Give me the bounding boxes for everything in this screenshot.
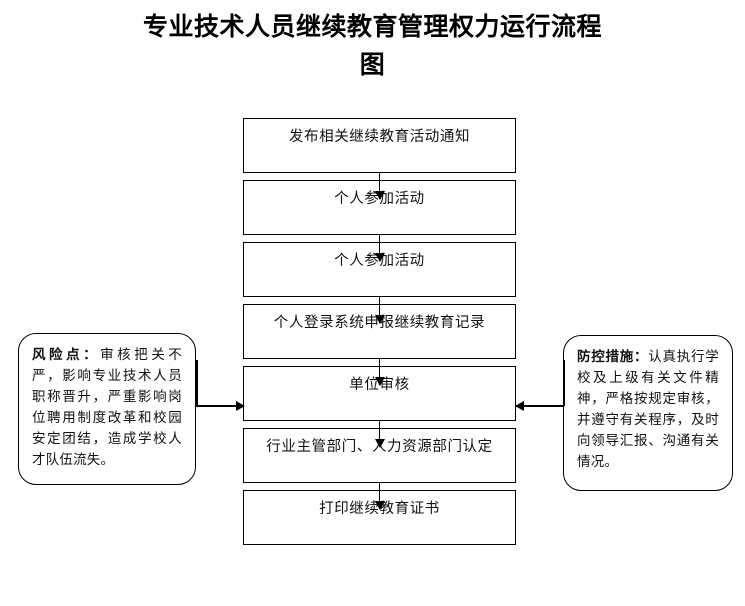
control-note-stub <box>563 360 565 406</box>
flow-node-declare-record[interactable]: 个人登录系统申报继续教育记录 <box>243 304 516 359</box>
risk-note-body: 审核把关不严，影响专业技术人员职称晋升，严重影响岗位聘用制度改革和校园安定团结，… <box>32 347 182 468</box>
risk-note-heading: 风险点： <box>32 347 101 363</box>
control-to-unit-review-arrow <box>515 400 564 411</box>
flow-arrow-down-1 <box>374 173 384 200</box>
risk-note-text: 风险点：审核把关不严，影响专业技术人员职称晋升，严重影响岗位聘用制度改革和校园安… <box>32 345 182 471</box>
flow-arrow-down-3 <box>374 297 384 324</box>
arrow-head-left <box>515 400 524 411</box>
arrow-head-right <box>236 400 245 411</box>
risk-note-stub <box>196 360 198 406</box>
flow-arrow-down-5 <box>374 421 384 448</box>
control-note-text: 防控措施：认真执行学校及上级有关文件精神，严格按规定审核，并遵守有关程序，及时向… <box>577 347 719 473</box>
flow-arrow-down-2 <box>374 235 384 262</box>
control-note-box[interactable]: 防控措施：认真执行学校及上级有关文件精神，严格按规定审核，并遵守有关程序，及时向… <box>563 335 733 491</box>
page-title: 专业技术人员继续教育管理权力运行流程 图 <box>142 12 602 79</box>
flow-node-publish-notice[interactable]: 发布相关继续教育活动通知 <box>243 118 516 173</box>
flowchart-container: 发布相关继续教育活动通知 个人参加活动 个人参加活动 个人登录系统申报继续教育记… <box>243 118 516 545</box>
flow-node-label: 发布相关继续教育活动通知 <box>288 129 471 145</box>
flow-node-personal-join-1[interactable]: 个人参加活动 <box>243 180 516 235</box>
flow-arrow-down-6 <box>374 483 384 510</box>
control-note-heading: 防控措施： <box>577 349 649 365</box>
risk-note-box[interactable]: 风险点：审核把关不严，影响专业技术人员职称晋升，严重影响岗位聘用制度改革和校园安… <box>18 333 196 485</box>
control-note-body: 认真执行学校及上级有关文件精神，严格按规定审核，并遵守有关程序，及时向领导汇报、… <box>577 349 720 470</box>
risk-to-unit-review-arrow <box>196 400 245 411</box>
flow-arrow-down-4 <box>374 359 384 386</box>
